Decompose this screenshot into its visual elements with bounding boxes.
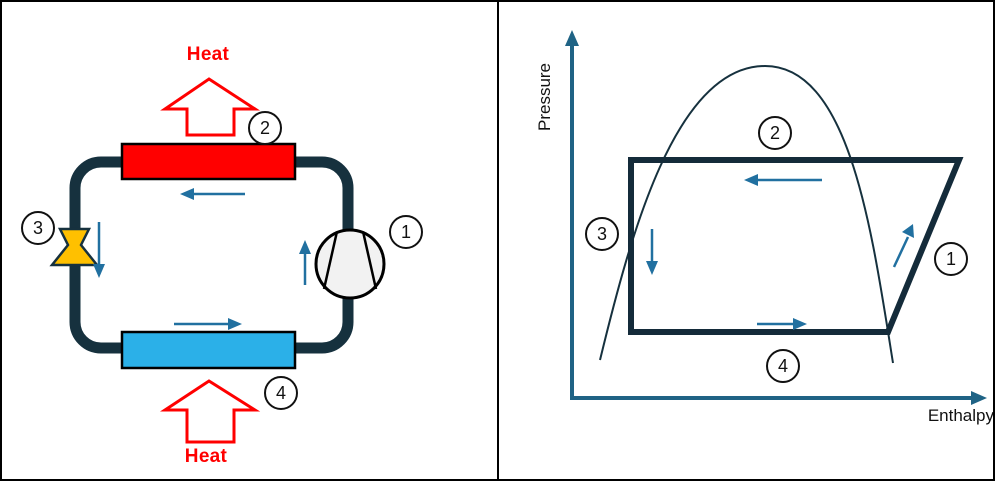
- flow-arrow-down-head-icon: [93, 264, 105, 278]
- state-marker-evaporator: 4: [264, 376, 298, 410]
- compression-arrow-head-icon: [902, 224, 914, 238]
- flow-arrow-up-head-icon: [299, 240, 311, 254]
- heat-in-arrow-icon: [159, 379, 261, 444]
- evaporator-bar: [120, 330, 297, 370]
- process-arrows: [646, 174, 914, 330]
- process-marker-compression: 1: [934, 242, 968, 276]
- state-marker-compressor: 1: [389, 215, 423, 249]
- evaporation-arrow-head-icon: [793, 318, 807, 330]
- expansion-arrow-head-icon: [646, 261, 658, 275]
- heat-out-arrow-icon: [160, 77, 261, 137]
- heat-out-label: Heat: [186, 44, 230, 65]
- saturation-dome-curve: [599, 64, 894, 364]
- enthalpy-axis-arrowhead-icon: [971, 391, 987, 405]
- pipe-loop: [69, 156, 354, 354]
- axes: [565, 30, 987, 405]
- ph-diagram-drawing: [565, 30, 987, 405]
- flow-arrow-right-head-icon: [228, 318, 242, 330]
- enthalpy-axis-label: Enthalpy: [927, 406, 993, 425]
- expansion-valve-icon: [49, 227, 100, 267]
- heat-in-label: Heat: [184, 446, 228, 467]
- flow-arrow-left-head-icon: [180, 188, 194, 200]
- cycle-path: [628, 157, 964, 335]
- process-marker-condensation: 2: [758, 116, 792, 150]
- condenser-bar: [120, 142, 297, 181]
- ph-diagram-panel: Pressure Enthalpy 1 2 3 4: [499, 2, 993, 479]
- pressure-axis-arrowhead-icon: [565, 30, 579, 46]
- cycle-schematic-panel: Heat Heat 1 2 3 4: [2, 2, 499, 479]
- cycle-schematic-drawing: [49, 77, 386, 444]
- process-marker-expansion: 3: [585, 217, 619, 251]
- process-marker-evaporation: 4: [766, 349, 800, 383]
- state-marker-condenser: 2: [248, 111, 282, 145]
- pressure-axis-label: Pressure: [535, 62, 554, 132]
- state-marker-expansion-valve: 3: [21, 211, 55, 245]
- flow-arrows: [93, 188, 311, 330]
- compression-arrow-icon: [892, 236, 910, 268]
- condensation-arrow-head-icon: [744, 174, 758, 186]
- compressor-icon: [314, 228, 386, 300]
